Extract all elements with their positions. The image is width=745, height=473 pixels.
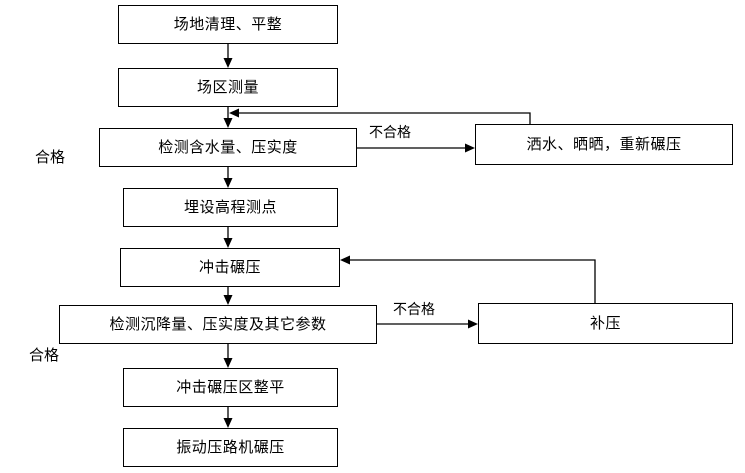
- node-label: 补压: [589, 314, 621, 332]
- branch-label-pass-settlement: 合格: [29, 346, 60, 364]
- node-label: 埋设高程测点: [183, 198, 277, 216]
- edge-label-fail-settlement: 不合格: [392, 302, 436, 318]
- node-vibratory-roller-compaction[interactable]: 振动压路机碾压: [123, 428, 338, 467]
- node-label: 场区测量: [196, 78, 259, 96]
- node-test-moisture-compaction[interactable]: 检测含水量、压实度: [99, 128, 357, 167]
- connector-n8-n6-feedback: [348, 259, 596, 303]
- arrowhead-n6-n7: [223, 295, 233, 305]
- edge-label-fail-moisture: 不合格: [368, 125, 412, 141]
- arrowhead-n1-n2: [223, 58, 233, 68]
- arrowhead-n7-n9: [223, 358, 233, 368]
- node-test-settlement-compaction[interactable]: 检测沉降量、压实度及其它参数: [59, 305, 377, 344]
- node-label: 洒水、晒晒，重新碾压: [526, 135, 682, 153]
- arrowhead-n3-n5: [223, 178, 233, 188]
- arrowhead-n5-n6: [223, 238, 233, 248]
- node-water-dry-recompact[interactable]: 洒水、晒晒，重新碾压: [475, 124, 733, 165]
- node-impact-rolling-leveling[interactable]: 冲击碾压区整平: [123, 368, 338, 407]
- node-label: 检测沉降量、压实度及其它参数: [109, 315, 327, 333]
- node-label: 振动压路机碾压: [176, 438, 285, 456]
- node-site-clearing[interactable]: 场地清理、平整: [118, 5, 338, 44]
- node-supplementary-compaction[interactable]: 补压: [478, 303, 733, 344]
- node-label: 冲击碾压区整平: [176, 378, 285, 396]
- branch-label-pass-moisture: 合格: [35, 148, 66, 166]
- arrowhead-n9-n10: [223, 418, 233, 428]
- node-embed-elevation-points[interactable]: 埋设高程测点: [123, 188, 338, 227]
- arrowhead-n2-n3: [223, 118, 233, 128]
- arrowhead-n3-n4: [465, 143, 475, 153]
- node-label: 场地清理、平整: [173, 15, 283, 33]
- connector-n4-n3-feedback: [237, 112, 531, 124]
- arrowhead-n4-n3-feedback: [229, 108, 239, 118]
- node-site-survey[interactable]: 场区测量: [118, 68, 338, 107]
- node-label: 冲击碾压: [198, 258, 261, 276]
- node-label: 检测含水量、压实度: [158, 138, 298, 156]
- node-impact-rolling[interactable]: 冲击碾压: [120, 248, 340, 287]
- arrowhead-n7-n8: [468, 319, 478, 329]
- arrowhead-n8-n6-feedback: [340, 255, 350, 265]
